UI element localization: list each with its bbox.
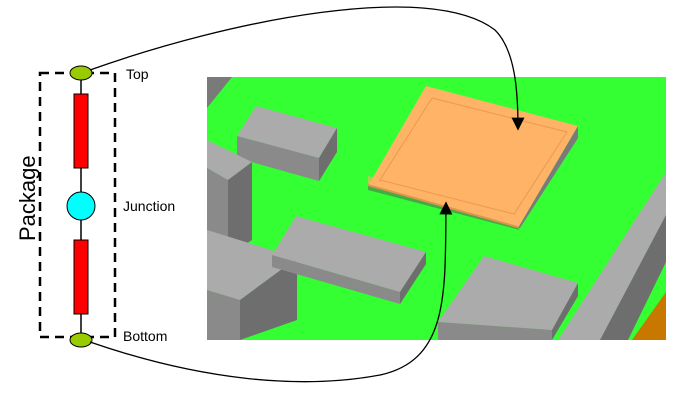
package-network (38, 65, 117, 348)
component-top-left (237, 106, 337, 181)
resistor-bottom (73, 239, 89, 315)
component-corner-brown (632, 292, 666, 340)
top-label: Top (126, 66, 149, 82)
component-middle (272, 216, 426, 304)
bottom-node (69, 332, 93, 348)
bottom-label: Bottom (123, 328, 168, 344)
board-scene (207, 77, 666, 340)
top-connector-arrow (89, 6, 525, 131)
top-node (69, 65, 93, 81)
component-highlighted (368, 86, 578, 230)
component-right-rail (558, 172, 666, 340)
component-bottom-right (438, 256, 578, 340)
component-bottom-left (207, 230, 297, 340)
junction-label: Junction (123, 198, 176, 214)
package-label: Package (15, 155, 40, 241)
bottom-connector-arrow (89, 201, 453, 383)
junction-node (66, 191, 96, 221)
resistor-top (73, 93, 89, 169)
